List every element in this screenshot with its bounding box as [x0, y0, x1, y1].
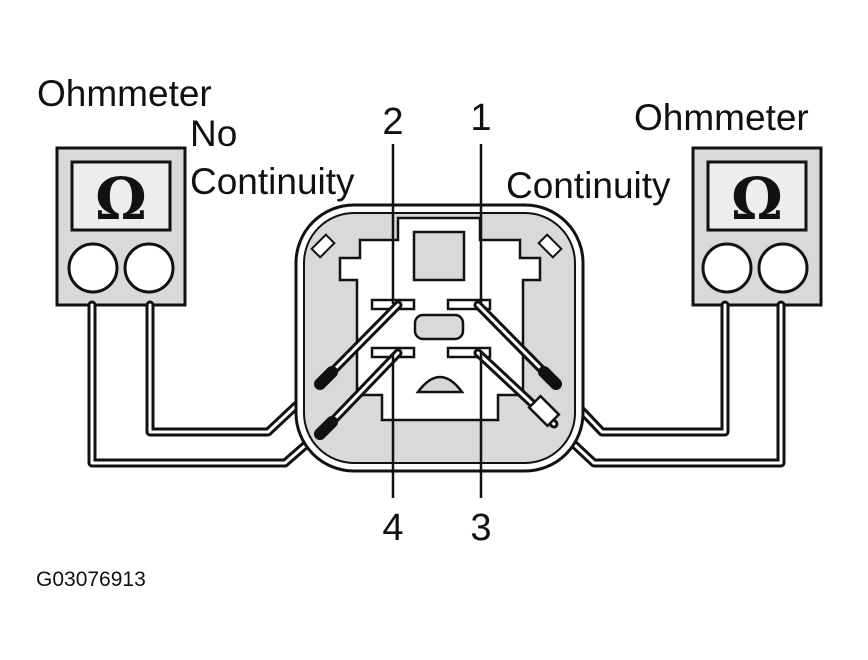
terminal-label-1: 1 — [470, 97, 491, 139]
terminal-label-2: 2 — [382, 101, 403, 143]
right-result: Continuity — [506, 165, 671, 206]
probes — [314, 300, 562, 440]
probe-tip-3 — [527, 394, 561, 428]
right-ohm-symbol: Ω — [731, 165, 783, 233]
right-ohmmeter-display — [706, 160, 808, 232]
left-result-line1: No — [190, 113, 237, 154]
left-ohmmeter: Ω — [55, 146, 187, 307]
left-probe-jack-2 — [123, 242, 175, 294]
left-ohmmeter-label: Ohmmeter — [37, 73, 212, 114]
terminal-label-4: 4 — [382, 507, 403, 549]
terminal-leaders — [391, 144, 483, 498]
right-probe-jack-2 — [757, 242, 809, 294]
right-probe-jack-1 — [701, 242, 753, 294]
connector-bottom-notch — [415, 375, 465, 394]
connector-tab-left — [310, 233, 336, 259]
probe-tip-2 — [314, 366, 338, 390]
left-ohmmeter-display — [70, 160, 172, 232]
right-ohmmeter: Ω — [691, 146, 823, 307]
probe-tip-1 — [538, 366, 562, 390]
left-probe-jack-1 — [67, 242, 119, 294]
terminal-1-slot — [446, 298, 492, 311]
left-ohm-symbol: Ω — [95, 165, 147, 233]
figure-code: G03076913 — [36, 568, 146, 591]
terminal-3-slot — [446, 346, 492, 359]
left-result-line2: Continuity — [190, 161, 355, 202]
connector-tab-right — [537, 233, 563, 259]
connector — [294, 203, 585, 473]
connector-latch-window — [412, 230, 466, 282]
right-ohmmeter-label: Ohmmeter — [634, 97, 809, 138]
probe-tip-4 — [314, 416, 338, 440]
connector-center-key — [413, 313, 465, 341]
terminal-label-3: 3 — [470, 507, 491, 549]
